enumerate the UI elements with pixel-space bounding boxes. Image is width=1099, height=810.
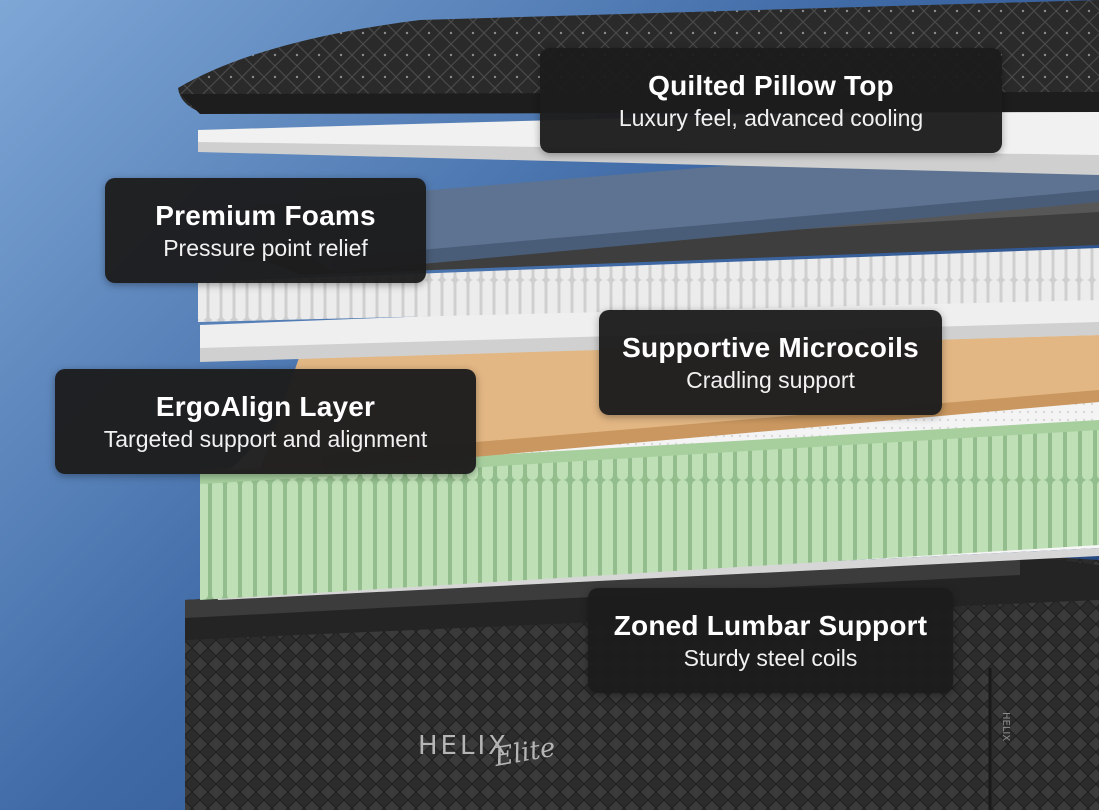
callout-subtitle: Sturdy steel coils (683, 644, 858, 671)
helix-elite-logo: HELIX Elite HELIX (418, 712, 1011, 773)
microcoil-layer (198, 248, 1099, 322)
callout-title: Premium Foams (155, 199, 376, 231)
callout-premium-foams: Premium Foams Pressure point relief (105, 178, 426, 283)
callout-subtitle: Targeted support and alignment (103, 425, 428, 452)
callout-zoned-lumbar-support: Zoned Lumbar Support Sturdy steel coils (588, 588, 953, 693)
callout-quilted-pillow-top: Quilted Pillow Top Luxury feel, advanced… (540, 48, 1002, 153)
callout-title: Zoned Lumbar Support (613, 609, 928, 641)
callout-subtitle: Pressure point relief (163, 234, 368, 261)
callout-subtitle: Luxury feel, advanced cooling (618, 104, 924, 131)
side-label: HELIX (1000, 712, 1011, 741)
callout-title: Quilted Pillow Top (648, 69, 894, 101)
callout-title: Supportive Microcoils (622, 331, 919, 363)
callout-subtitle: Cradling support (686, 366, 855, 393)
callout-ergoalign-layer: ErgoAlign Layer Targeted support and ali… (55, 369, 476, 474)
callout-supportive-microcoils: Supportive Microcoils Cradling support (599, 310, 942, 415)
logo-text-main: HELIX (418, 731, 509, 761)
callout-title: ErgoAlign Layer (155, 390, 376, 422)
